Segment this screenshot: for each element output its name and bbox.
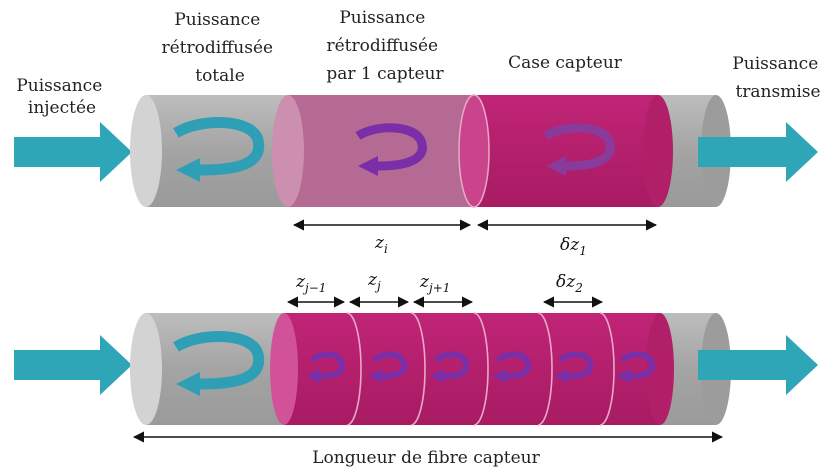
sensor-array-end: [646, 313, 674, 425]
label-injected-power: Puissance injectée: [16, 76, 107, 118]
backscatter-section-face: [272, 95, 304, 207]
fiber-entry-face: [130, 95, 162, 207]
cell-backscatter-arrowheads: [306, 369, 630, 383]
sensor-backscatter-arrow: [355, 123, 427, 176]
total-backscatter-arrow: [173, 117, 265, 182]
sensor-cell-arrow: [543, 123, 615, 176]
backscatter-section: [288, 95, 474, 207]
label-sensor-backscatter: Puissance rétrodiffusée par 1 capteur: [326, 8, 444, 84]
injected-power-arrow: [14, 122, 132, 182]
label-zj-minus: zj−1: [295, 272, 326, 295]
label-fiber-length: Longueur de fibre capteur: [312, 448, 540, 468]
label-zj-plus: zj+1: [419, 272, 450, 295]
label-dz2: δz2: [556, 272, 583, 295]
fiber-entry-face-bottom: [130, 313, 162, 425]
top-fiber: [14, 94, 818, 208]
injected-power-arrow-bottom: [14, 335, 132, 395]
transmitted-power-arrow: [698, 122, 818, 182]
label-sensor-cell: Case capteur: [508, 53, 623, 73]
sensor-array-face: [270, 313, 298, 425]
sensor-cell-face: [458, 94, 490, 208]
sensor-cell-end: [643, 95, 673, 207]
label-zi: zi: [374, 233, 388, 256]
sensor-cell: [474, 95, 658, 207]
transmitted-power-arrow-bottom: [698, 335, 818, 395]
total-backscatter-arrow-bottom: [173, 331, 265, 396]
cell-backscatter-arrows: [310, 351, 656, 379]
label-zj: zj: [367, 270, 381, 293]
label-transmitted-power: Puissance transmise: [732, 54, 823, 102]
label-total-backscatter: Puissance rétrodiffusée totale: [162, 10, 279, 86]
sensor-array: [284, 313, 660, 425]
sensor-cell-dividers: [346, 312, 615, 426]
bottom-fiber: [14, 312, 818, 426]
label-dz1: δz1: [560, 235, 587, 258]
